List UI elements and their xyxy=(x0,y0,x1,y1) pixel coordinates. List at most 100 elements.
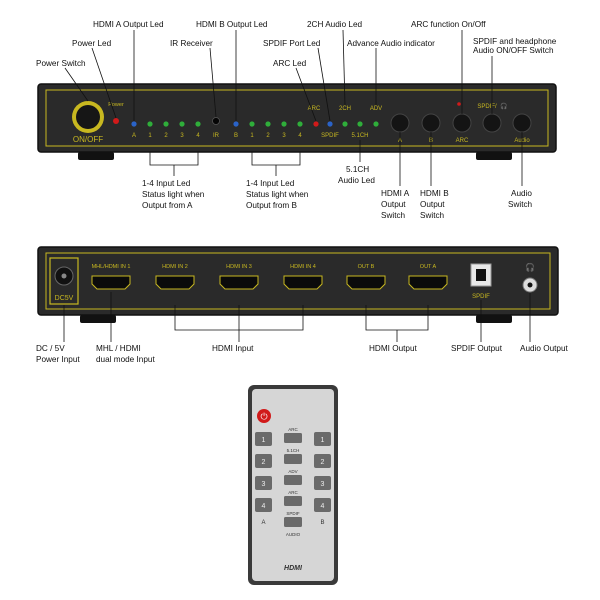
input-led-b-1 xyxy=(249,121,255,127)
port-label-out-a: OUT A xyxy=(420,264,437,270)
headphone-icon: 🎧 xyxy=(500,102,507,110)
remote-col-a-label: A xyxy=(261,520,265,526)
callout-input-led-b-3: Output from B xyxy=(246,201,298,210)
remote-mid-label-6: AUDIO xyxy=(286,532,301,537)
callout-2ch-audio-led: 2CH Audio Led xyxy=(307,20,363,29)
front-leader-lines xyxy=(64,29,523,186)
callout-5-1-led-1: 5.1CH xyxy=(346,165,369,174)
remote-key-b-4[interactable] xyxy=(314,498,331,512)
callout-hdmi-output: HDMI Output xyxy=(369,344,417,353)
remote-col-b-label: B xyxy=(320,520,324,526)
input-led-b-label-1: 1 xyxy=(250,133,254,139)
remote-key-a-1-label: 1 xyxy=(262,437,266,444)
callout-hdmi-b-output-led: HDMI B Output Led xyxy=(196,20,268,29)
input-led-a-label-2: 2 xyxy=(164,133,168,139)
callout-arc-function: ARC function On/Off xyxy=(411,20,486,29)
remote-mid-label-1: ARC xyxy=(288,427,298,432)
remote-key-mid-5[interactable] xyxy=(284,517,302,527)
input-led-a-2 xyxy=(163,121,169,127)
arc-function-button[interactable] xyxy=(452,113,472,133)
btn-spdif-label: SPDIF/ xyxy=(477,104,497,110)
remote-key-mid-3[interactable] xyxy=(284,475,302,485)
spdif-label: SPDIF xyxy=(472,294,490,300)
power-icon: ⏻ xyxy=(260,412,267,422)
power-switch-label: ON/OFF xyxy=(73,135,103,144)
hdmi-b-output-switch[interactable] xyxy=(421,113,441,133)
remote-key-b-1[interactable] xyxy=(314,432,331,446)
remote-key-b-2[interactable] xyxy=(314,454,331,468)
callout-audio-switch-2: Switch xyxy=(508,200,533,209)
arc-function-indicator xyxy=(457,102,461,106)
rear-panel-trim xyxy=(45,252,551,310)
hdmi-in1-connector xyxy=(91,275,131,290)
callout-hdmi-input: HDMI Input xyxy=(212,344,254,353)
callout-dc-1: DC / 5V xyxy=(36,344,65,353)
remote-key-b-2-label: 2 xyxy=(321,459,325,466)
callout-hdmi-a-output-led: HDMI A Output Led xyxy=(93,20,164,29)
hdmi-port-in4: HDMI IN 4 xyxy=(283,264,323,290)
front-panel-trim xyxy=(45,89,549,147)
rear-foot-right xyxy=(476,315,512,323)
spdif-led-label: SPDIF xyxy=(321,133,339,139)
rear-panel: DC5V MHL/HDMI IN 1 HDMI IN 2 HDMI IN 3 H… xyxy=(37,246,559,323)
remote-key-b-4-label: 4 xyxy=(321,503,325,510)
power-label: Power xyxy=(108,102,124,108)
input-led-b-label-4: 4 xyxy=(298,133,302,139)
hdmi-port-in3: HDMI IN 3 xyxy=(219,264,259,290)
callout-advance-audio-indicator: Advance Audio indicator xyxy=(347,39,435,48)
remote-key-mid-4[interactable] xyxy=(284,496,302,506)
front-panel-body xyxy=(37,83,557,153)
front-panel: ON/OFF Power A 1 2 3 4 IR B 1 2 3 4 ARC xyxy=(37,83,557,160)
hdmi-a-output-switch[interactable] xyxy=(390,113,410,133)
callout-spdif-headphone-2: Audio ON/OFF Switch xyxy=(473,46,554,55)
spdif-port-hole xyxy=(476,269,486,281)
power-switch-button[interactable] xyxy=(76,105,100,129)
remote-control: ⏻ 1 2 3 4 A 1 2 3 4 B ARC 5.1CH ADV ARC … xyxy=(248,385,338,585)
callout-spdif-headphone-1: SPDIF and headphone xyxy=(473,37,557,46)
remote-key-b-3-label: 3 xyxy=(321,481,325,488)
two-ch-led xyxy=(342,121,348,127)
callout-input-led-b-1: 1-4 Input Led xyxy=(246,179,295,188)
dc-label: DC5V xyxy=(55,295,74,302)
rear-leader-lines xyxy=(63,292,531,342)
remote-power-button[interactable] xyxy=(257,409,271,423)
remote-key-mid-2[interactable] xyxy=(284,454,302,464)
callout-mhl-1: MHL / HDMI xyxy=(96,344,141,353)
remote-mid-label-5: SPDIF xyxy=(286,511,300,516)
remote-brand: HDMI xyxy=(284,565,303,572)
audio-switch[interactable] xyxy=(512,113,532,133)
remote-mid-label-3: ADV xyxy=(288,469,297,474)
arc-led-label: ARC xyxy=(308,106,321,112)
two-ch-label: 2CH xyxy=(339,106,351,112)
input-led-a-1 xyxy=(147,121,153,127)
callout-hdmi-a-switch-3: Switch xyxy=(381,211,406,220)
remote-key-b-3[interactable] xyxy=(314,476,331,490)
remote-key-a-4[interactable] xyxy=(255,498,272,512)
power-led xyxy=(113,118,119,124)
callout-power-switch: Power Switch xyxy=(36,59,86,68)
callout-5-1-led-2: Audio Led xyxy=(338,176,375,185)
callout-hdmi-b-switch-2: Output xyxy=(420,200,445,209)
rear-foot-left xyxy=(80,315,116,323)
spdif-port-led xyxy=(327,121,333,127)
port-label-in1: MHL/HDMI IN 1 xyxy=(92,264,131,270)
remote-key-a-2[interactable] xyxy=(255,454,272,468)
hdmi-in4-connector xyxy=(283,275,323,290)
hdmi-port-in1: MHL/HDMI IN 1 xyxy=(91,264,131,290)
hdmi-port-out-a: OUT A xyxy=(408,264,448,290)
remote-key-a-3[interactable] xyxy=(255,476,272,490)
remote-key-mid-1[interactable] xyxy=(284,433,302,443)
input-led-a-3 xyxy=(179,121,185,127)
spdif-headphone-switch[interactable] xyxy=(482,113,502,133)
btn-arc-label: ARC xyxy=(456,138,469,144)
input-led-a-4 xyxy=(195,121,201,127)
remote-key-a-1[interactable] xyxy=(255,432,272,446)
callout-hdmi-b-switch-3: Switch xyxy=(420,211,445,220)
callout-hdmi-a-switch-2: Output xyxy=(381,200,406,209)
callout-input-led-a-3: Output from A xyxy=(142,201,193,210)
callout-hdmi-a-switch-1: HDMI A xyxy=(381,189,410,198)
a-led-label: A xyxy=(132,133,136,139)
remote-key-a-4-label: 4 xyxy=(262,503,266,510)
headphone-icon-rear: 🎧 xyxy=(525,262,535,272)
